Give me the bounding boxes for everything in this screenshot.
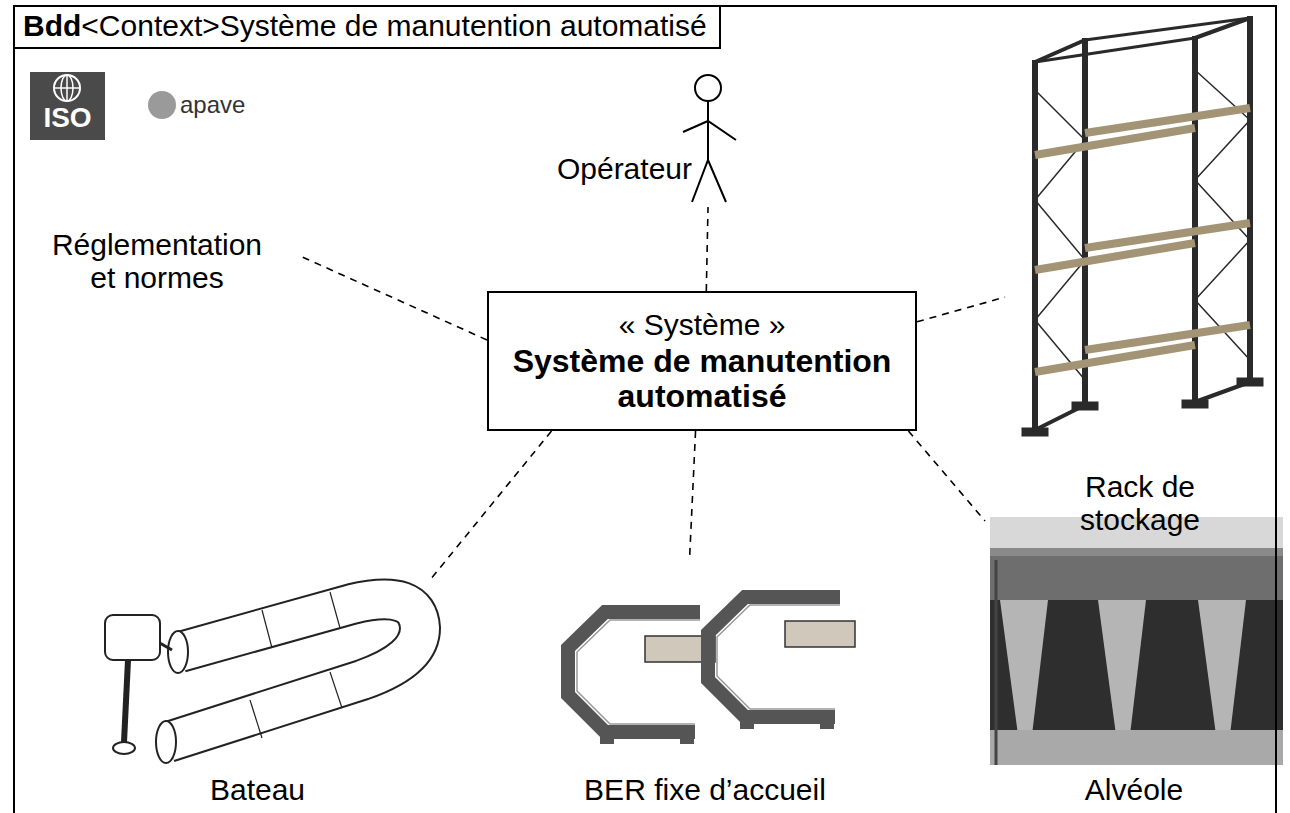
rack-drawing	[1022, 16, 1263, 436]
context-element: Rack de stockage	[1005, 12, 1275, 540]
alveole-photo-part	[995, 560, 998, 765]
iso-logo	[30, 72, 105, 140]
apave-logo	[148, 91, 176, 119]
cradle-drawing-part	[740, 717, 754, 729]
element-label: Rack de stockage	[1065, 470, 1215, 536]
element-label: Bateau	[85, 773, 430, 806]
cradle-drawing-part	[600, 732, 614, 744]
context-element: Réglementation et normes	[25, 65, 300, 287]
connectors	[300, 207, 1005, 580]
dependency-line	[908, 431, 985, 521]
logo-text: apave	[180, 92, 262, 118]
rack-drawing-part	[1085, 325, 1250, 350]
system-block: « Système »Système de manutention automa…	[487, 291, 917, 431]
cradle-drawing	[568, 612, 715, 744]
rack-drawing-part	[1032, 60, 1038, 432]
alveole-photo-part	[990, 556, 1283, 600]
actor-stick-figure-part	[695, 75, 721, 101]
diagram-frame: Bdd<Context>Système de manutention autom…	[13, 5, 1277, 813]
cradle-drawing	[708, 597, 855, 729]
cradle-drawing-part	[708, 597, 840, 717]
alveole-photo-part	[1198, 600, 1246, 735]
rack-drawing-part	[1035, 90, 1085, 380]
actor-stick-figure-part	[683, 121, 736, 140]
iso-logo-part	[54, 75, 80, 101]
alveole-photo	[990, 517, 1283, 765]
boat-drawing-part	[113, 742, 135, 754]
actor: Opérateur	[530, 70, 745, 207]
stereotype-label: « Système »	[619, 308, 786, 341]
context-element: Bateau	[85, 580, 430, 810]
boat-drawing-part	[156, 721, 176, 763]
dependency-line	[430, 431, 552, 580]
boat-drawing-part	[330, 592, 340, 628]
element-label: BER fixe d’accueil	[550, 773, 860, 806]
frame-tab: Bdd<Context>Système de manutention autom…	[15, 7, 721, 49]
dependency-line	[917, 297, 1005, 322]
apave-logo-part	[148, 91, 176, 119]
dependency-line	[690, 431, 696, 560]
dependency-line	[706, 207, 708, 291]
actor-stick-figure-part	[707, 101, 709, 160]
cradle-drawing-part	[568, 612, 700, 732]
context-element: Alvéole	[985, 512, 1283, 810]
iso-logo-part	[30, 72, 105, 140]
boat-drawing-part	[250, 700, 262, 738]
boat-drawing	[105, 592, 420, 763]
boat-drawing-part	[262, 610, 272, 648]
rack-drawing-part	[1072, 402, 1098, 410]
rack-drawing-part	[1237, 378, 1263, 386]
cradle-drawing-part	[820, 717, 834, 729]
rack-drawing-part	[1182, 400, 1208, 408]
label-slot: apave	[180, 92, 262, 118]
dependency-line	[300, 256, 487, 340]
element-label: Réglementation et normes	[42, 228, 272, 294]
actor-stick-figure-part	[692, 160, 726, 202]
context-element: BER fixe d’accueil	[550, 560, 860, 810]
element-label: Opérateur	[530, 152, 692, 185]
rack-drawing-part	[1035, 38, 1195, 62]
boat-drawing-part	[168, 631, 188, 673]
label-slot: ISO	[30, 103, 105, 134]
cradle-drawing-part	[785, 621, 855, 647]
boat-drawing-part	[124, 660, 128, 742]
alveole-photo-part	[990, 517, 1283, 765]
boat-drawing-part	[105, 615, 160, 660]
logo-text: ISO	[30, 103, 105, 134]
rack-drawing-part	[1085, 223, 1250, 248]
cradle-drawing-part	[680, 732, 694, 744]
element-label: Alvéole	[985, 773, 1283, 806]
alveole-photo-part	[1000, 600, 1048, 735]
diagram-kind: Bdd	[23, 9, 81, 42]
block-name: Système de manutention automatisé	[499, 344, 905, 414]
diagram-title: <Context>Système de manutention automati…	[81, 9, 706, 42]
alveole-photo-part	[990, 730, 1283, 765]
rack-drawing-part	[1085, 108, 1250, 133]
alveole-photo-part	[1098, 600, 1146, 735]
boat-drawing-part	[330, 672, 342, 708]
boat-drawing-part	[168, 599, 420, 742]
boat-drawing-part	[168, 599, 420, 742]
rack-drawing-part	[1022, 428, 1048, 436]
rack-drawing-part	[1085, 18, 1250, 40]
iso-logo-part	[66, 75, 68, 101]
